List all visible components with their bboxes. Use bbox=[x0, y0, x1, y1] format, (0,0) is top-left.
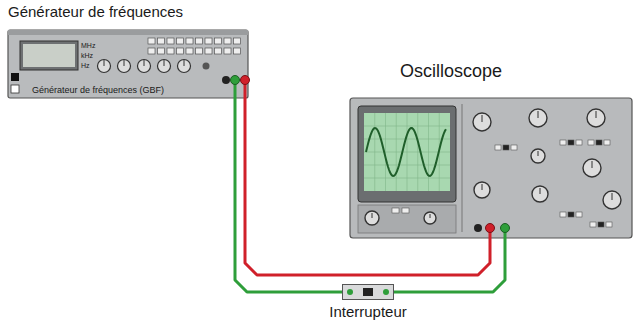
wire bbox=[245, 98, 490, 275]
unit-label: Hz bbox=[81, 62, 90, 70]
switch-toggle bbox=[363, 288, 373, 296]
unit-label: kHz bbox=[81, 52, 93, 60]
generator-body bbox=[8, 30, 250, 98]
switch-terminal bbox=[383, 289, 389, 295]
device-title: Oscilloscope bbox=[400, 61, 502, 82]
wire bbox=[394, 238, 505, 292]
generator-box: Générateur de fréquencesGénérateur de fr… bbox=[8, 30, 248, 98]
switch-label: Interrupteur bbox=[329, 303, 407, 320]
device-title: Générateur de fréquences bbox=[8, 3, 183, 20]
panel-label: Générateur de fréquences (GBF) bbox=[32, 85, 164, 95]
switch-box: Interrupteur bbox=[342, 284, 394, 300]
wire bbox=[235, 98, 342, 292]
switch-terminal bbox=[347, 289, 353, 295]
oscilloscope-body bbox=[350, 98, 632, 238]
oscilloscope-box: Oscilloscope bbox=[350, 98, 632, 238]
unit-label: MHz bbox=[81, 42, 95, 50]
